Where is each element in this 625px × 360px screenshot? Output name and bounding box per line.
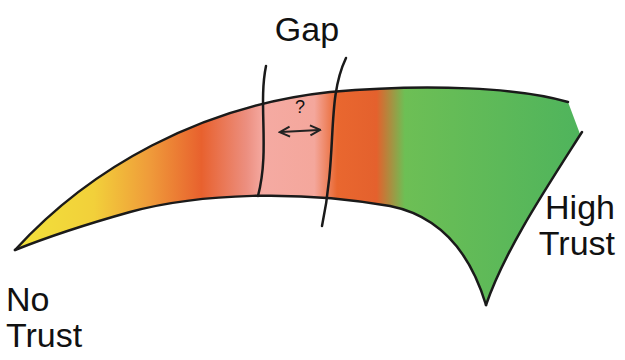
high-trust-label: High Trust xyxy=(500,190,615,261)
band-bottom-edge xyxy=(15,196,486,305)
gap-double-arrow xyxy=(281,130,319,132)
gap-left-line xyxy=(258,66,266,196)
trust-band xyxy=(15,87,580,305)
gap-label: Gap xyxy=(262,12,352,48)
question-mark: ? xyxy=(288,98,312,117)
no-trust-label: No Trust xyxy=(6,282,101,353)
gap-right-line xyxy=(322,58,346,226)
band-top-edge xyxy=(15,87,568,250)
